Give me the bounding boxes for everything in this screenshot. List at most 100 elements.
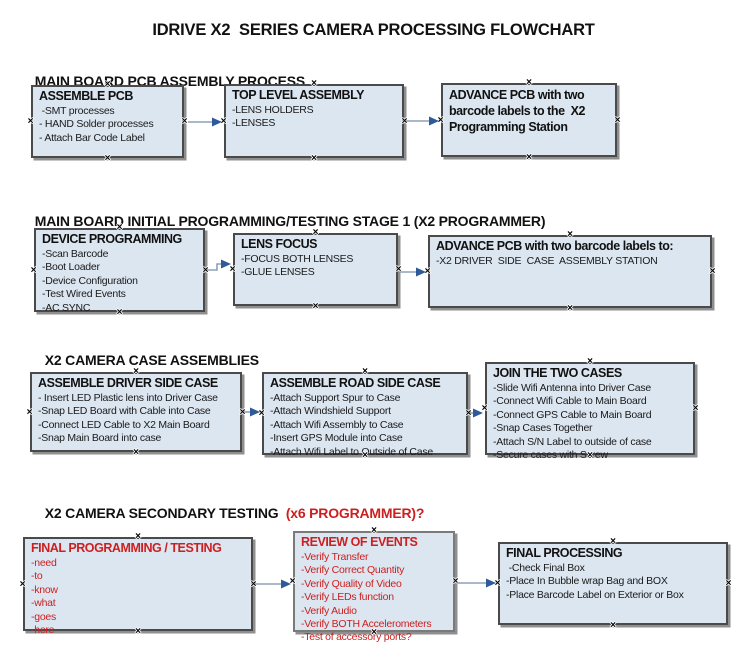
anchor-x-mark: × — [239, 406, 246, 418]
box-item-line: -LENS HOLDERS — [232, 104, 314, 116]
box-title: ASSEMBLE DRIVER SIDE CASE — [38, 376, 218, 390]
box-item-line: -Snap Main Board into case — [38, 432, 162, 445]
anchor-x-mark: × — [437, 114, 444, 126]
anchor-x-mark: × — [116, 307, 123, 318]
anchor-x-mark: × — [610, 620, 616, 631]
box-item-line: -Verify Quality of Video — [301, 577, 402, 590]
box-item-line: -Attach Windshield Support — [270, 405, 391, 418]
anchor-x-mark: × — [709, 266, 716, 277]
anchor-x-mark: × — [19, 578, 26, 590]
box-item-line: -to — [31, 570, 43, 583]
box-items: -Scan Barcode-Boot Loader-Device Configu… — [42, 248, 199, 315]
section-header-text: X2 CAMERA CASE ASSEMBLIES — [44, 352, 259, 368]
anchor-x-mark: × — [133, 366, 139, 377]
box-title: JOIN THE TWO CASES — [493, 366, 622, 380]
flow-box-final-processing: FINAL PROCESSING -Check Final Box-Place … — [495, 537, 732, 631]
box-item-line: -Slide Wifi Antenna into Driver Case — [493, 382, 651, 394]
box-items: -X2 DRIVER SIDE CASE ASSEMBLY STATION — [436, 255, 706, 268]
box-items: -Verify Transfer-Verify Correct Quantity… — [301, 551, 449, 645]
anchor-x-mark: × — [312, 227, 319, 238]
box-title: ADVANCE PCB with two barcode labels to t… — [449, 88, 589, 134]
anchor-x-mark: × — [567, 229, 573, 240]
section-header-case-assemblies: X2 CAMERA CASE ASSEMBLIES — [30, 336, 259, 384]
anchor-x-mark: × — [614, 114, 621, 126]
box-item-line: - Insert LED Plastic lens into Driver Ca… — [38, 392, 218, 404]
box-item-line: -Snap LED Board with Cable into Case — [38, 405, 211, 418]
anchor-x-mark: × — [26, 406, 33, 418]
anchor-x-mark: × — [27, 116, 34, 127]
box-item-line: -Verify Audio — [301, 604, 357, 617]
box-title: ASSEMBLE ROAD SIDE CASE — [270, 376, 441, 390]
box-item-line: -Snap Cases Together — [493, 422, 593, 435]
box-item-line: -Attach Wifi Label to Outside of Case — [270, 445, 433, 458]
box-item-line: -Test Wired Events — [42, 288, 126, 301]
box-item-line: -Scan Barcode — [42, 248, 109, 260]
anchor-x-mark: × — [104, 79, 111, 90]
anchor-x-mark: × — [465, 408, 472, 419]
box-item-line: - Attach Bar Code Label — [39, 131, 145, 144]
anchor-x-mark: × — [104, 153, 111, 164]
box-title: TOP LEVEL ASSEMBLY — [232, 88, 364, 102]
box-item-line: -Attach Support Spur to Case — [270, 392, 401, 404]
box-item-line: -Connect GPS Cable to Main Board — [493, 408, 652, 421]
anchor-x-mark: × — [371, 627, 377, 638]
flow-box-device-programming: DEVICE PROGRAMMING -Scan Barcode-Boot Lo… — [31, 223, 209, 318]
section-header-initial-programming: MAIN BOARD INITIAL PROGRAMMING/TESTING S… — [20, 197, 546, 245]
box-title: ADVANCE PCB with two barcode labels to: — [436, 239, 674, 253]
flow-arrow-r1-2 — [406, 116, 439, 126]
anchor-x-mark: × — [181, 116, 188, 127]
section-header-red-text: (x6 PROGRAMMER)? — [278, 505, 425, 521]
anchor-x-mark: × — [452, 576, 459, 587]
box-item-line: -Check Final Box — [506, 562, 585, 574]
anchor-x-mark: × — [258, 408, 265, 419]
box-item-line: -Attach Wifi Assembly to Case — [270, 418, 404, 431]
flow-box-assemble-pcb: ASSEMBLE PCB -SMT processes- HAND Solder… — [28, 80, 188, 164]
box-title: LENS FOCUS — [241, 237, 318, 251]
box-item-line: -SMT processes — [39, 105, 115, 117]
flow-box-assemble-road-side-case: ASSEMBLE ROAD SIDE CASE -Attach Support … — [259, 367, 472, 461]
anchor-x-mark: × — [424, 266, 431, 277]
flow-box-review-of-events: REVIEW OF EVENTS -Verify Transfer-Verify… — [290, 526, 459, 644]
box-title: ASSEMBLE PCB — [39, 89, 133, 103]
box-item-line: -FOCUS BOTH LENSES — [241, 253, 354, 265]
anchor-x-mark: × — [362, 366, 368, 377]
box-item-line: -here — [31, 624, 55, 637]
anchor-x-mark: × — [395, 264, 402, 275]
box-item-line: -Insert GPS Module into Case — [270, 432, 403, 445]
flow-box-join-the-two-cases: JOIN THE TWO CASES -Slide Wifi Antenna i… — [482, 357, 699, 462]
box-item-line: -Connect LED Cable to X2 Main Board — [38, 418, 210, 431]
anchor-x-mark: × — [250, 578, 257, 590]
anchor-x-mark: × — [133, 447, 139, 458]
flow-box-assemble-driver-side-case: ASSEMBLE DRIVER SIDE CASE - Insert LED P… — [27, 367, 246, 458]
anchor-x-mark: × — [220, 115, 227, 127]
box-item-line: -Verify Transfer — [301, 551, 369, 563]
box-item-line: -Verify BOTH Accelerometers — [301, 618, 432, 631]
box-item-line: -Test of accessory ports? — [301, 631, 412, 644]
box-item-line: -what — [31, 597, 56, 610]
flow-arrow-r4-2 — [457, 578, 496, 588]
box-item-line: -LENSES — [232, 117, 276, 130]
box-items: -Attach Support Spur to Case-Attach Wind… — [270, 392, 462, 459]
anchor-x-mark: × — [362, 450, 368, 461]
box-items: -Slide Wifi Antenna into Driver Case -Con… — [493, 382, 689, 462]
box-item-line: -X2 DRIVER SIDE CASE ASSEMBLY STATION — [436, 255, 658, 267]
box-item-line: -Place Barcode Label on Exterior or Box — [506, 588, 684, 601]
anchor-x-mark: × — [312, 301, 319, 312]
section-header-text: X2 CAMERA SECONDARY TESTING — [44, 505, 279, 521]
box-item-line: -Device Configuration — [42, 274, 138, 287]
anchor-x-mark: × — [567, 303, 573, 314]
anchor-x-mark: × — [610, 536, 616, 547]
anchor-x-mark: × — [526, 77, 532, 88]
anchor-x-mark: × — [371, 525, 377, 536]
anchor-x-mark: × — [229, 264, 236, 275]
box-item-line: -Verify Correct Quantity — [301, 564, 405, 577]
page-title: IDRIVE X2 SERIES CAMERA PROCESSING FLOWC… — [152, 21, 595, 39]
flow-box-advance-pcb-assembly-station: ADVANCE PCB with two barcode labels to: … — [425, 230, 716, 314]
anchor-x-mark: × — [587, 356, 593, 367]
box-item-line: -Boot Loader — [42, 261, 100, 274]
box-title: REVIEW OF EVENTS — [301, 535, 418, 549]
flow-box-advance-pcb-programming-station: ADVANCE PCB with two barcode labels to t… — [438, 78, 621, 163]
anchor-x-mark: × — [481, 403, 488, 414]
anchor-x-mark: × — [494, 578, 501, 589]
anchor-x-mark: × — [401, 115, 408, 127]
